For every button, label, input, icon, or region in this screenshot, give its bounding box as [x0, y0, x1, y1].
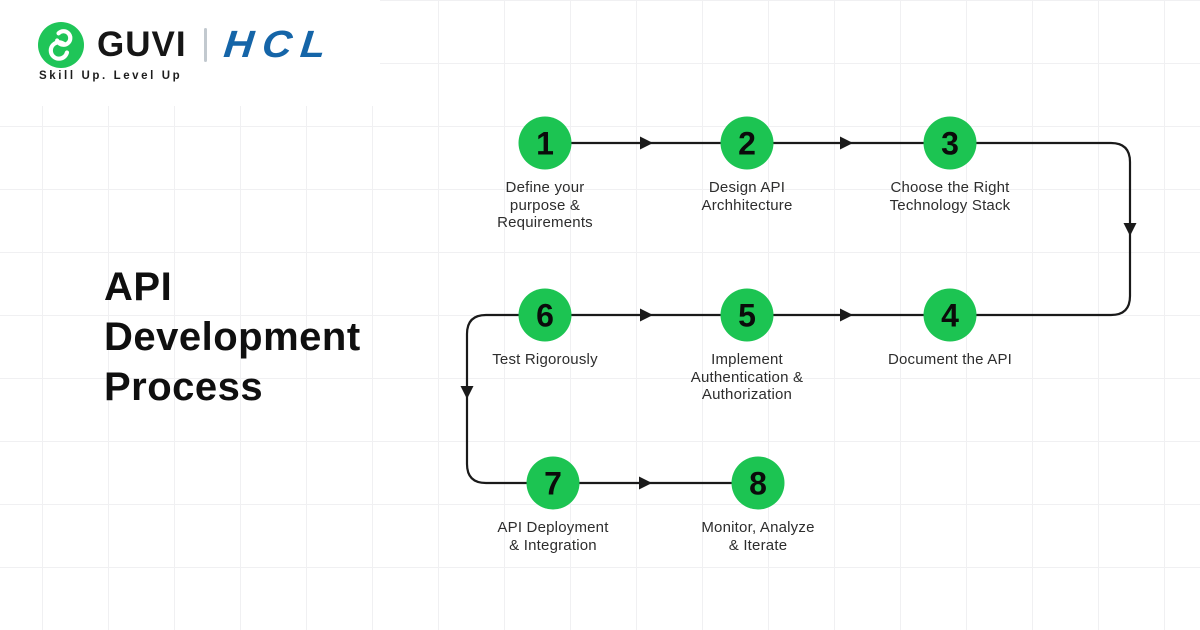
step-circle-2: 2 [720, 116, 774, 170]
arrow-down-right-column [1123, 223, 1137, 236]
step-circle-5: 5 [720, 288, 774, 342]
step-label: Design API Archhitecture [701, 179, 793, 214]
step-label: Document the API [887, 351, 1013, 368]
step-circle-1: 1 [518, 116, 572, 170]
step-circle-8: 8 [731, 456, 785, 510]
step-number: 6 [536, 297, 554, 333]
guvi-logo-icon [38, 22, 84, 68]
page-title: API Development Process [104, 265, 361, 409]
step-label: Implement Authentication & Authorization [690, 351, 804, 403]
step-label: Monitor, Analyze & Iterate [701, 519, 815, 554]
step-number: 4 [941, 297, 959, 333]
step-label: Choose the Right Technology Stack [889, 179, 1011, 214]
brand-tagline: Skill Up. Level Up [39, 70, 183, 82]
step-number: 8 [749, 465, 767, 501]
guvi-wordmark: GUVI [97, 25, 187, 64]
arrow-down-left-column [460, 386, 474, 399]
step-number: 3 [941, 125, 959, 161]
step-number: 7 [544, 465, 562, 501]
step-label: Define your purpose & Requirements [497, 179, 593, 231]
arrow-right-1 [640, 136, 653, 150]
step-circle-4: 4 [923, 288, 977, 342]
step-circle-3: 3 [923, 116, 977, 170]
logo-divider [203, 28, 207, 62]
arrow-right-3 [640, 308, 653, 322]
arrow-right-2 [840, 136, 853, 150]
step-number: 1 [536, 125, 554, 161]
flow-line [465, 141, 1132, 485]
step-circle-6: 6 [518, 288, 572, 342]
step-number: 2 [738, 125, 756, 161]
arrow-right-5 [639, 476, 652, 490]
step-number: 5 [738, 297, 756, 333]
step-circle-7: 7 [526, 456, 580, 510]
step-label: Test Rigorously [492, 351, 598, 368]
arrow-right-4 [840, 308, 853, 322]
brand-logo: GUVI HCL [38, 22, 336, 68]
step-label: API Deployment & Integration [497, 519, 609, 554]
